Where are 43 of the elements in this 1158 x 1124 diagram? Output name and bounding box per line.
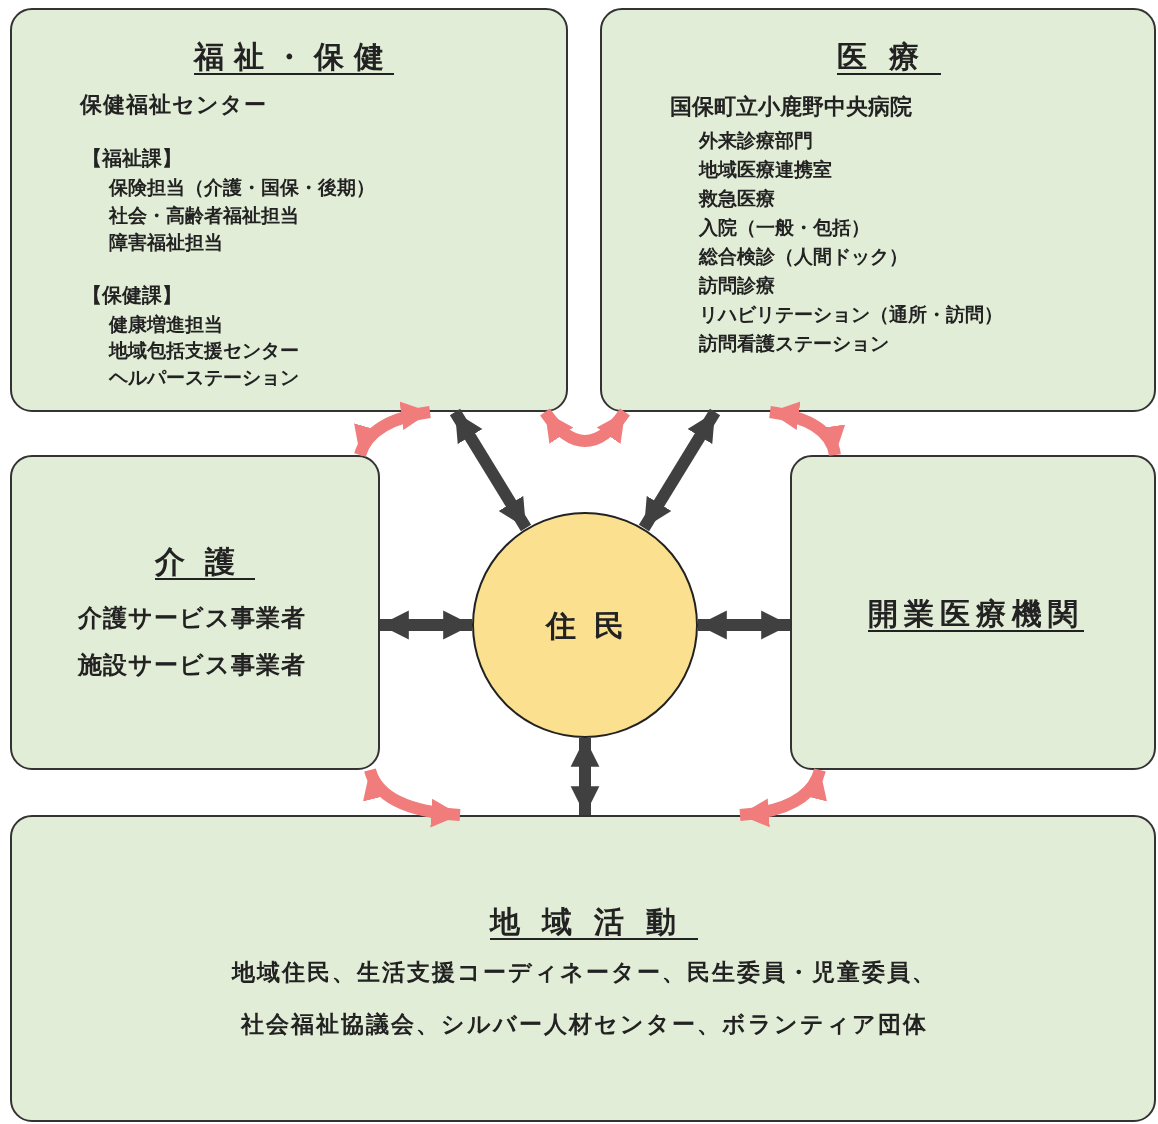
list-item: 障害福祉担当 xyxy=(109,232,223,254)
double-arrow xyxy=(739,768,826,827)
body-text: 地域住民、生活支援コーディネーター、民生委員・児童委員、 xyxy=(231,959,937,986)
section-box xyxy=(600,8,1156,412)
double-arrow xyxy=(364,768,461,827)
list-item: リハビリテーション（通所・訪問） xyxy=(699,304,1003,326)
section-heading: 福祉・保健 xyxy=(194,40,394,75)
list-item: 健康増進担当 xyxy=(109,314,223,336)
section-box xyxy=(10,8,568,412)
section-box xyxy=(10,815,1156,1122)
body-text: 社会福祉協議会、シルバー人材センター、ボランティア団体 xyxy=(240,1011,928,1038)
list-item: 総合検診（人間ドック） xyxy=(699,246,908,268)
list-item: 地域包括支援センター xyxy=(109,340,299,362)
section-heading: 介護 xyxy=(155,545,255,580)
section-heading: 開業医療機関 xyxy=(868,597,1084,632)
circle-label: 住民 xyxy=(546,609,642,644)
section-heading: 地域活動 xyxy=(490,905,698,940)
double-arrow xyxy=(638,408,721,532)
double-arrow xyxy=(570,738,600,815)
list-item: 外来診療部門 xyxy=(699,130,813,152)
organization-name: 国保町立小鹿野中央病院 xyxy=(670,94,912,120)
section-box xyxy=(790,455,1156,770)
section-heading: 医療 xyxy=(837,40,941,75)
list-item: 保険担当（介護・国保・後期） xyxy=(109,177,375,199)
list-item: 救急医療 xyxy=(699,188,775,210)
list-item: 地域医療連携室 xyxy=(699,159,832,181)
double-arrow xyxy=(698,610,790,640)
double-arrow xyxy=(354,402,431,457)
list-item: 施設サービス事業者 xyxy=(78,652,306,680)
department-label: 【福祉課】 xyxy=(82,147,182,170)
list-item: 訪問診療 xyxy=(699,275,775,297)
double-arrow xyxy=(380,610,472,640)
double-arrow xyxy=(769,402,843,457)
list-item: 介護サービス事業者 xyxy=(78,605,306,633)
department-label: 【保健課】 xyxy=(82,284,182,307)
list-item: ヘルパーステーション xyxy=(109,367,299,389)
organization-name: 保健福祉センター xyxy=(80,92,267,118)
double-arrow xyxy=(449,408,532,532)
double-arrow xyxy=(540,408,630,447)
list-item: 訪問看護ステーション xyxy=(699,333,889,355)
list-item: 社会・高齢者福祉担当 xyxy=(109,205,299,227)
section-box xyxy=(10,455,380,770)
list-item: 入院（一般・包括） xyxy=(699,217,870,239)
